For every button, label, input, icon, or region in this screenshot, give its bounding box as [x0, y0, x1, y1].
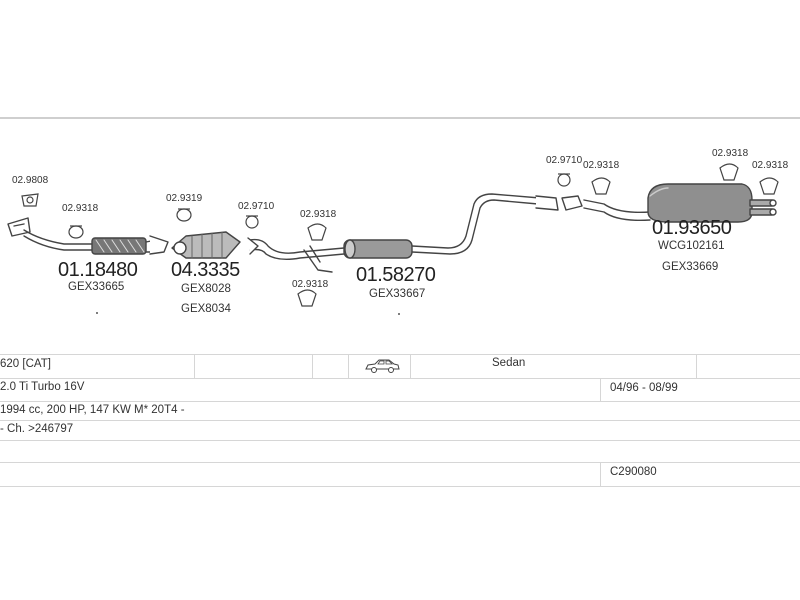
part-ref: GEX8028 [181, 283, 231, 295]
fitting-label: 02.9318 [583, 160, 620, 171]
hanger-icon [591, 177, 611, 195]
fitting-label: 02.9318 [292, 279, 329, 290]
fitting-label: 02.9808 [12, 175, 49, 186]
hanger-icon [307, 223, 327, 241]
years-cell: 04/96 - 08/99 [610, 382, 678, 394]
part-code[interactable]: 01.18480 [58, 259, 138, 281]
table-divider [600, 462, 601, 486]
part-ref: GEX33669 [662, 261, 719, 273]
table-line [0, 440, 800, 441]
hanger-icon [719, 163, 739, 181]
marker-dot [398, 313, 400, 315]
clamp-icon [68, 225, 84, 239]
rear-pipe [411, 193, 557, 249]
table-line [0, 378, 800, 379]
hanger-icon [759, 177, 779, 195]
part-ref: GEX8034 [181, 303, 231, 315]
code-cell: C290080 [610, 466, 657, 478]
gasket-icon [21, 193, 39, 207]
part-code[interactable]: 01.93650 [652, 217, 732, 239]
marker-dot [96, 312, 98, 314]
part-ref: GEX33667 [369, 288, 426, 300]
part-code[interactable]: 01.58270 [356, 264, 436, 286]
fitting-label: 02.9710 [238, 201, 275, 212]
chassis-cell: - Ch. >246797 [0, 423, 74, 435]
spec-cell: 1994 cc, 200 HP, 147 KW M* 20T4 - [0, 404, 185, 416]
engine-cell: 2.0 Ti Turbo 16V [0, 381, 85, 393]
body-type-cell: Sedan [492, 357, 526, 369]
fitting-label: 02.9318 [62, 203, 99, 214]
fitting-label: 02.9318 [712, 148, 749, 159]
table-divider [194, 354, 195, 378]
clamp-icon [557, 173, 571, 187]
table-divider [312, 354, 313, 378]
part-ref: WCG102161 [658, 240, 725, 252]
table-divider [600, 378, 601, 401]
sedan-car-icon [365, 359, 400, 373]
table-line [0, 401, 800, 402]
intermediate-pipe [249, 238, 345, 254]
table-divider [410, 354, 411, 378]
top-border [0, 117, 800, 119]
fitting-label: 02.9710 [546, 155, 583, 166]
front-pipe [23, 229, 93, 245]
hanger-icon [297, 289, 317, 307]
part-code[interactable]: 04.3335 [171, 259, 240, 281]
table-line [0, 462, 800, 463]
table-line [0, 354, 800, 355]
part-ref: GEX33665 [68, 281, 125, 293]
model-cell: 620 [CAT] [0, 358, 51, 370]
flex-pipe [91, 237, 147, 255]
fitting-label: 02.9319 [166, 193, 203, 204]
fitting-label: 02.9318 [300, 209, 337, 220]
clamp-icon [245, 215, 259, 229]
clamp-icon [176, 208, 192, 222]
table-line [0, 486, 800, 487]
front-flange-icon [7, 217, 31, 237]
tailpipes [749, 199, 777, 216]
table-line [0, 420, 800, 421]
table-divider [696, 354, 697, 378]
catalytic-converter [171, 231, 241, 259]
table-divider [348, 354, 349, 378]
exhaust-diagram [7, 163, 779, 307]
middle-silencer [343, 239, 413, 259]
fitting-label: 02.9318 [752, 160, 789, 171]
